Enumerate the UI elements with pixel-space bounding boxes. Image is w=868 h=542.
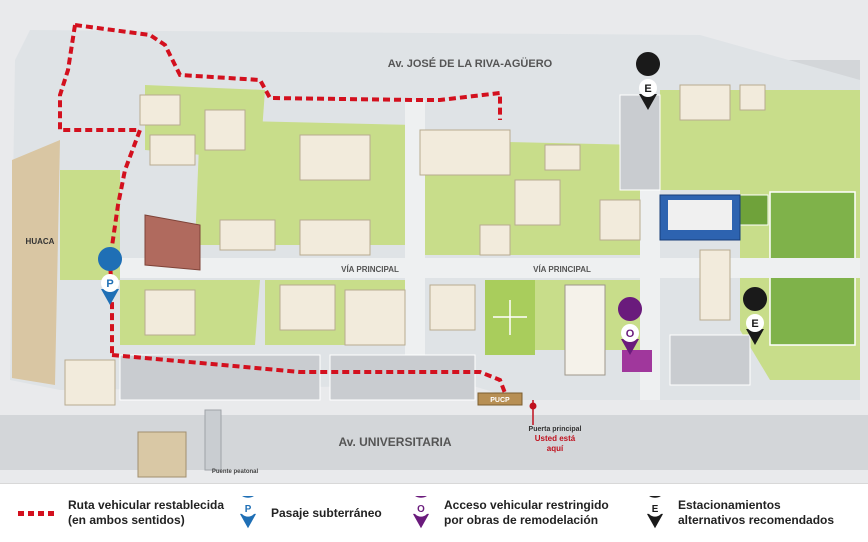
pin-e-letter: E <box>751 318 758 330</box>
street-south-label: Av. UNIVERSITARIA <box>338 435 451 449</box>
building <box>699 249 731 321</box>
route-north <box>74 23 502 120</box>
legend: Ruta vehicular restablecida (en ambos se… <box>0 483 868 542</box>
road-segment <box>120 258 860 278</box>
route-south <box>111 353 507 394</box>
building <box>219 219 276 251</box>
parking-lot <box>329 354 476 401</box>
building <box>544 144 581 171</box>
building-tower <box>564 284 606 376</box>
pin-e-letter: E <box>644 83 651 95</box>
you-are-here-dot <box>529 402 537 410</box>
pin-e-shape <box>636 52 661 110</box>
parking-lot <box>119 354 321 401</box>
sports-field <box>769 191 856 263</box>
pin-e-shape <box>743 287 768 345</box>
pin-o-shape <box>618 297 643 355</box>
pin-e-inner <box>746 314 764 332</box>
svg-text:P: P <box>245 504 252 515</box>
building <box>679 84 731 121</box>
building <box>599 199 641 241</box>
pedestrian-bridge <box>204 409 222 471</box>
building <box>204 109 246 151</box>
building <box>299 134 371 181</box>
legend-o-text: Acceso vehicular restringido por obras d… <box>444 498 609 527</box>
legend-e-text: Estacionamientos alternativos recomendad… <box>678 498 835 527</box>
coliseum-roof <box>668 200 732 230</box>
building <box>149 134 196 166</box>
pin-e-east: E <box>743 287 768 345</box>
street-north-label: Av. JOSÉ DE LA RIVA-AGÜERO <box>388 57 553 70</box>
sports-field <box>769 269 856 346</box>
building <box>429 284 476 331</box>
pin-e-inner <box>639 79 657 97</box>
aqui-label: aquí <box>547 444 564 453</box>
pin-p-shape <box>98 247 123 305</box>
legend-route-text: Ruta vehicular restablecida (en ambos se… <box>68 498 225 527</box>
parking-lots <box>119 94 751 401</box>
puente-label: Puente peatonal <box>212 469 259 475</box>
pin-e-icon: E <box>646 496 664 529</box>
compass-rose <box>493 300 527 335</box>
route-swatch <box>18 510 58 516</box>
route-west <box>58 24 143 355</box>
puerta-label: Puerta principal <box>529 426 582 433</box>
building <box>64 359 116 406</box>
pucp-gate <box>477 392 523 406</box>
building <box>139 94 181 126</box>
building-red <box>144 214 201 271</box>
campus-map: Av. JOSÉ DE LA RIVA-AGÜERO Av. UNIVERSIT… <box>0 0 868 483</box>
pin-p-icon: P <box>239 496 257 529</box>
pin-o-inner <box>621 324 639 342</box>
building <box>514 179 561 226</box>
huaca-label: HUACA <box>26 237 55 246</box>
restricted-area <box>622 350 652 372</box>
building <box>344 289 406 346</box>
pin-p-inner <box>101 274 119 292</box>
svg-text:O: O <box>417 504 425 515</box>
building <box>144 289 196 336</box>
legend-o: O Acceso vehicular restringido por obras… <box>408 484 609 542</box>
legend-e: E Estacionamientos alternativos recomend… <box>642 484 834 542</box>
building <box>479 224 511 256</box>
pin-p-letter: P <box>106 278 113 290</box>
buildings <box>64 84 766 406</box>
pin-o: O <box>618 297 643 355</box>
legend-p: P Pasaje subterráneo <box>235 484 382 542</box>
pucp-label: PUCP <box>490 397 510 404</box>
via-principal-right: VÍA PRINCIPAL <box>533 265 591 274</box>
usted-label: Usted está <box>535 434 576 443</box>
via-principal-left: VÍA PRINCIPAL <box>341 265 399 274</box>
building <box>299 219 371 256</box>
huaca-area <box>12 140 60 385</box>
legend-route: Ruta vehicular restablecida (en ambos se… <box>18 484 224 542</box>
building <box>739 84 766 111</box>
parking-lot <box>669 334 751 386</box>
building <box>419 129 511 176</box>
pin-o-icon: O <box>412 496 430 529</box>
pin-e-north: E <box>636 52 661 110</box>
parking-lot <box>619 94 661 191</box>
bridge-building <box>137 431 187 478</box>
vehicle-route <box>58 23 507 394</box>
pin-p: P <box>98 247 123 305</box>
building <box>279 284 336 331</box>
svg-text:E: E <box>652 504 659 515</box>
pin-o-letter: O <box>626 328 635 340</box>
legend-p-text: Pasaje subterráneo <box>271 505 382 520</box>
sports-court <box>739 194 769 226</box>
